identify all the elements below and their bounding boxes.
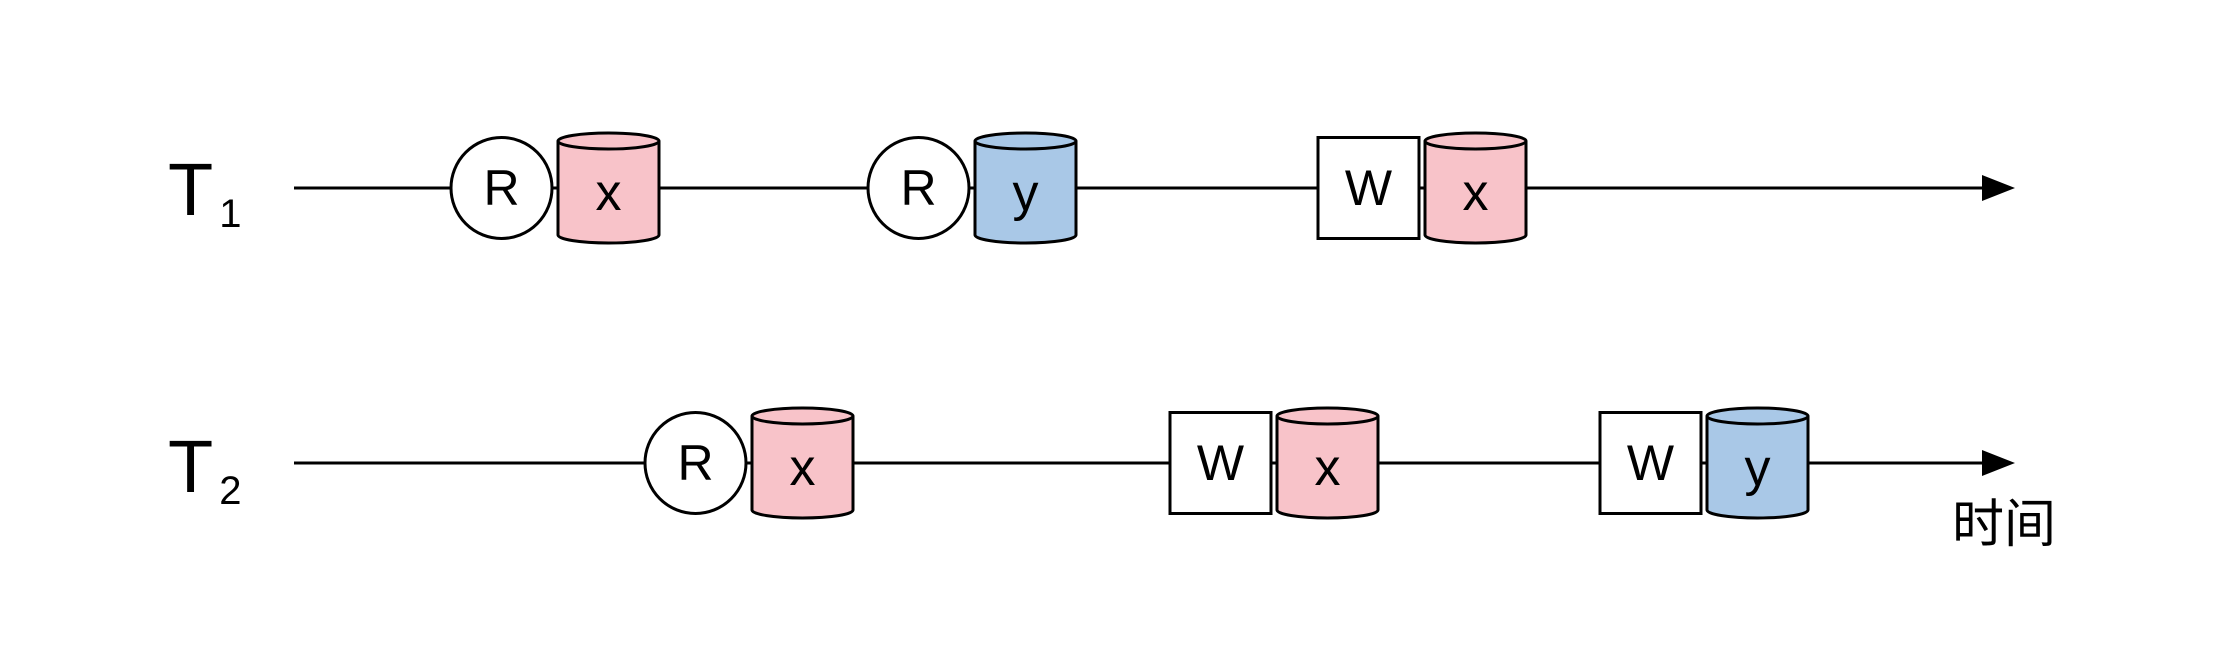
write-op-label: W <box>1627 435 1675 491</box>
data-item-cylinder-x: x <box>556 131 661 245</box>
data-item-label: y <box>1013 164 1039 222</box>
write-operation-square <box>1168 411 1273 515</box>
cylinder-body <box>750 416 855 520</box>
read-operation-circle <box>866 136 971 240</box>
write-op-label: W <box>1345 160 1393 216</box>
transaction-subscript-t1: 1 <box>219 192 241 236</box>
write-operation-square <box>1598 411 1703 515</box>
arrow-head-icon <box>1982 450 2015 476</box>
data-item-label: x <box>790 439 816 497</box>
data-item-cylinder-x: x <box>1423 131 1528 245</box>
cylinder-body <box>556 141 661 245</box>
read-op-label: R <box>483 160 519 216</box>
data-item-cylinder-y: y <box>1705 406 1810 520</box>
read-operation-circle <box>449 136 554 240</box>
transaction-subscript-t2: 2 <box>219 469 241 513</box>
read-operation-circle <box>643 411 748 515</box>
cylinder-top <box>1705 406 1810 426</box>
cylinder-top <box>973 131 1078 151</box>
cylinder-top <box>750 406 855 426</box>
arrow-head-icon <box>1982 175 2015 201</box>
cylinder-top <box>556 131 661 151</box>
write-operation-square <box>1316 136 1421 240</box>
cylinder-top <box>1275 406 1380 426</box>
time-axis-label: 时间 <box>1952 496 2056 554</box>
data-item-label: x <box>1315 439 1341 497</box>
data-item-label: y <box>1745 439 1771 497</box>
data-item-cylinder-y: y <box>973 131 1078 245</box>
cylinder-body <box>973 141 1078 245</box>
data-item-cylinder-x: x <box>750 406 855 520</box>
write-op-label: W <box>1197 435 1245 491</box>
data-item-cylinder-x: x <box>1275 406 1380 520</box>
data-item-label: x <box>1463 164 1489 222</box>
cylinder-body <box>1705 416 1810 520</box>
read-op-label: R <box>900 160 936 216</box>
read-op-label: R <box>677 435 713 491</box>
cylinder-body <box>1423 141 1528 245</box>
cylinder-top <box>1423 131 1528 151</box>
data-item-label: x <box>596 164 622 222</box>
cylinder-body <box>1275 416 1380 520</box>
